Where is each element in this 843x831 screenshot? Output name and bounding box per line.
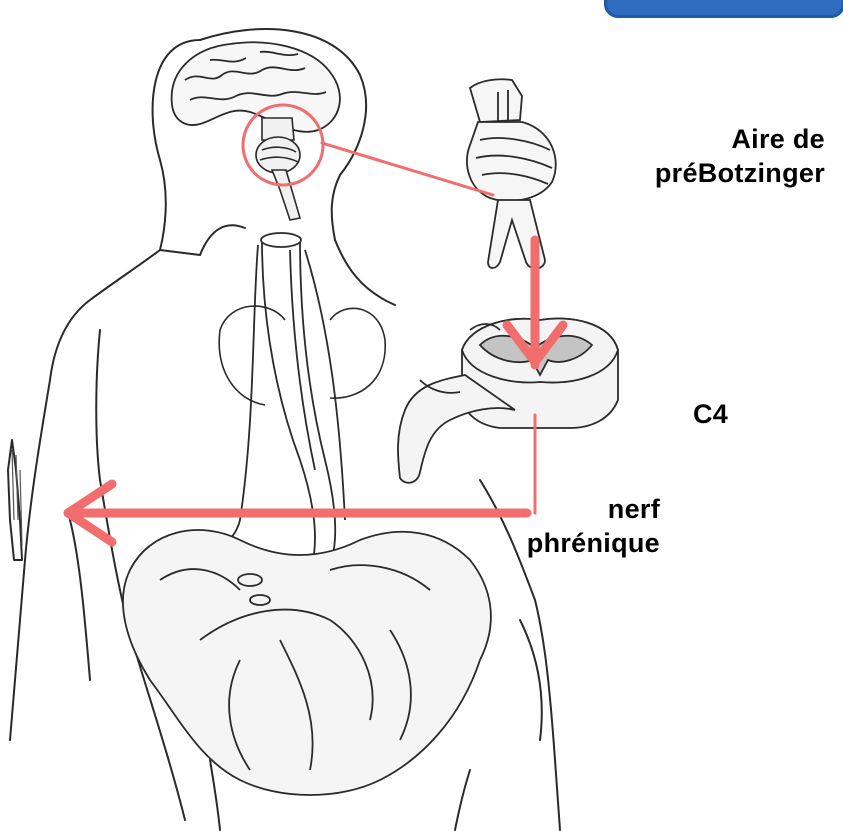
label-phrenic-nerve: nerf phrénique [470, 492, 660, 560]
label-prebotzinger: Aire de préBotzinger [565, 122, 825, 190]
label-c4: C4 [693, 397, 728, 431]
brainstem-detail [467, 79, 556, 268]
label-phrenic-line2: phrénique [470, 526, 660, 560]
spinal-cord-section [398, 319, 618, 483]
brainstem-small [256, 118, 300, 220]
label-prebotzinger-line2: préBotzinger [565, 156, 825, 190]
diaphragm [123, 530, 491, 795]
label-phrenic-line1: nerf [470, 492, 660, 526]
label-prebotzinger-line1: Aire de [565, 122, 825, 156]
